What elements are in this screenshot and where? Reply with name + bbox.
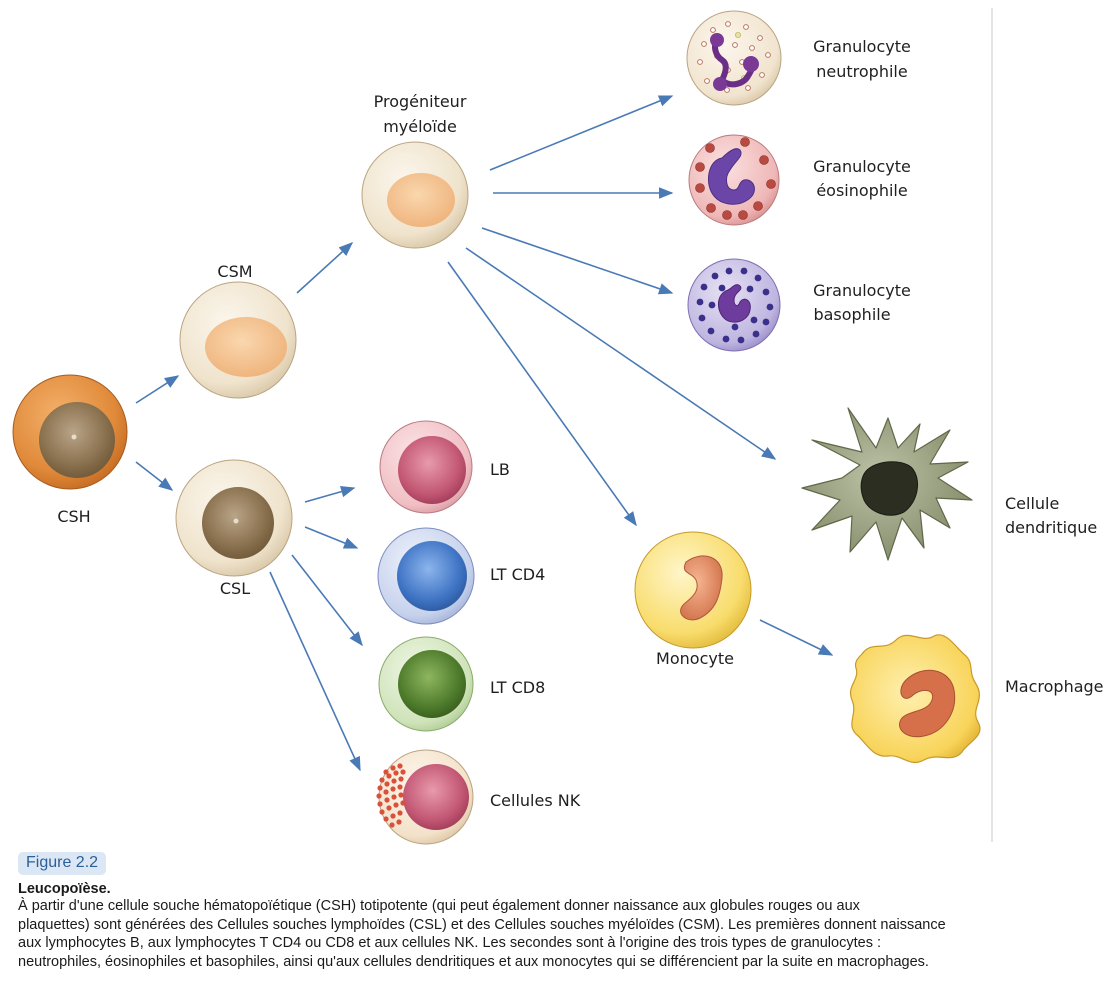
arrow-csh-csm [135,375,180,404]
label-neutrophil-line2: neutrophile [816,62,907,81]
arrow-csl-lb [304,486,356,503]
cell-neutrophil [686,10,782,106]
label-lb: LB [490,460,510,479]
cell-lt-cd8 [378,636,474,732]
arrows [135,95,834,772]
caption-line-3: aux lymphocytes B, aux lymphocytes T CD4… [18,935,881,951]
label-neutrophil-line1: Granulocyte [813,37,911,56]
label-eosinophil-line1: Granulocyte [813,157,911,176]
labels: CSH CSM CSL Progéniteur myéloïde Granulo… [57,37,1103,810]
label-dendritic-line1: Cellule [1005,494,1059,513]
arrow-progenitor-basophil [481,227,674,295]
caption-line-1: À partir d'une cellule souche hématopoïé… [18,898,860,914]
figure-caption: Figure 2.2 Leucopoïèse. À partir d'une c… [18,852,1108,971]
caption-line-2: plaquettes) sont générées des Cellules s… [18,916,946,933]
cell-csh [12,374,128,490]
arrow-csm-progenitor [296,242,354,294]
label-macrophage: Macrophage [1005,677,1104,696]
label-csm: CSM [217,262,252,281]
cell-basophil [687,258,781,352]
cell-nk [376,749,474,845]
cell-csl [175,459,293,577]
label-lt-cd4: LT CD4 [490,565,545,584]
label-monocyte: Monocyte [656,649,734,668]
label-nk: Cellules NK [490,791,581,810]
label-eosinophil-line2: éosinophile [816,181,907,200]
label-csl: CSL [220,579,250,598]
cell-lb [379,420,473,514]
arrow-monocyte-macrophage [759,619,834,656]
label-progenitor-line2: myéloïde [383,117,457,136]
caption-line-4: neutrophiles, éosinophiles et basophiles… [18,953,929,970]
cell-progenitor-myeloid [361,141,469,249]
cell-lt-cd4 [377,527,475,625]
label-csh: CSH [57,507,90,526]
arrow-progenitor-neutrophil [489,95,674,171]
label-lt-cd8: LT CD8 [490,678,545,697]
arrow-csh-csl [135,461,174,491]
figure-number-badge: Figure 2.2 [18,852,107,875]
cell-macrophage [850,634,981,764]
cell-eosinophil [688,134,780,226]
arrow-csl-nk [269,571,361,772]
cell-dendritic [801,407,973,561]
label-progenitor-line1: Progéniteur [374,92,467,111]
arrow-csl-ltcd4 [304,526,359,549]
label-basophil-line2: basophile [813,305,890,324]
label-basophil-line1: Granulocyte [813,281,911,300]
caption-title: Leucopoïèse. [18,881,111,897]
cell-csm [179,281,297,399]
arrow-csl-ltcd8 [291,554,363,647]
arrow-progenitor-monocyte [447,261,637,527]
leucopoiesis-diagram: CSH CSM CSL Progéniteur myéloïde Granulo… [12,8,1104,845]
label-dendritic-line2: dendritique [1005,518,1097,537]
cell-monocyte [634,531,752,649]
arrow-progenitor-dendritic [465,247,777,460]
